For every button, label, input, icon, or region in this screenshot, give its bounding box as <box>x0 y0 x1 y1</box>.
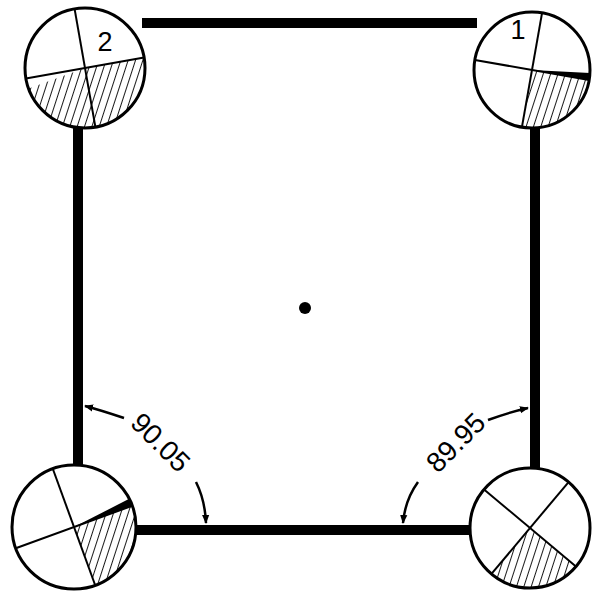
target-circle <box>25 8 145 128</box>
angle-dimension: 89.95 <box>418 405 493 480</box>
target-circle <box>474 12 590 128</box>
angle-dimension: 90.05 <box>122 405 197 480</box>
angle-arrow <box>85 406 124 418</box>
left-bar <box>73 125 83 468</box>
callout-number: 2 <box>97 29 112 56</box>
target-circle <box>12 465 136 589</box>
right-bar <box>530 125 540 470</box>
angle-arrow <box>488 408 528 420</box>
bottom-bar <box>134 525 472 535</box>
frame-bar <box>142 18 477 28</box>
circle-node: 2 <box>25 8 145 128</box>
angle-arrow <box>196 482 206 523</box>
target-circle <box>470 468 590 588</box>
circle-node: 1 <box>474 12 590 128</box>
callout-number: 1 <box>510 17 525 44</box>
center-dot <box>299 302 311 314</box>
angle-arrow <box>403 482 418 523</box>
